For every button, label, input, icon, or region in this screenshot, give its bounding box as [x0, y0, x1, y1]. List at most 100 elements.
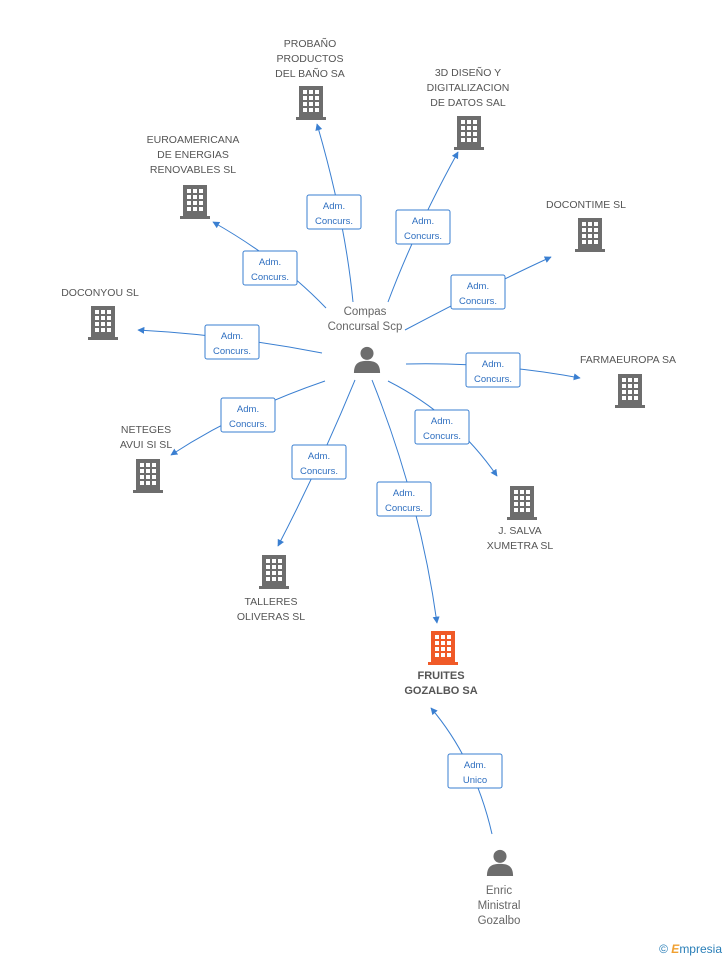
brand-initial: E — [671, 942, 680, 956]
company-name-line: XUMETRA SL — [487, 540, 554, 552]
company-name-line: DIGITALIZACION — [427, 82, 510, 94]
edge-label-compas-docontime[interactable]: Adm. Concurs. — [450, 274, 506, 310]
edge-label-text: Concurs. — [385, 503, 423, 514]
edge-label-box — [450, 274, 506, 310]
person-name-line: Enric — [486, 885, 512, 897]
company-name-line: TALLERES — [245, 596, 298, 608]
person-name-line: Ministral — [478, 900, 521, 912]
company-node-talleres[interactable]: TALLERES OLIVERAS SL — [237, 555, 305, 623]
edge-label-enric-fruites[interactable]: Adm. Unico — [447, 753, 503, 789]
person-name-line: Compas — [344, 306, 387, 318]
edge-label-text: Adm. — [323, 201, 345, 212]
edge-label-text: Concurs. — [459, 296, 497, 307]
company-name-line: J. SALVA — [498, 525, 541, 537]
person-name-line: Concursal Scp — [328, 321, 403, 333]
company-name-line: PRODUCTOS — [277, 53, 344, 65]
nodes-layer: PROBAÑO PRODUCTOS DEL BAÑO SA 3D DISEÑO Y DI… — [61, 37, 676, 927]
company-name-line: DOCONYOU SL — [61, 287, 139, 299]
edge-label-text: Adm. — [467, 281, 489, 292]
edge-label-compas-talleres[interactable]: Adm. Concurs. — [291, 444, 347, 480]
person-icon — [353, 346, 381, 373]
edge-label-compas-fruites[interactable]: Adm. Concurs. — [376, 481, 432, 517]
company-name-line: DEL BAÑO SA — [275, 67, 345, 80]
building-icon — [180, 185, 210, 219]
edge-label-text: Adm. — [237, 404, 259, 415]
edge-label-text: Adm. — [412, 216, 434, 227]
company-name-line: 3D DISEÑO Y — [435, 66, 501, 79]
company-name-line: FARMAEUROPA SA — [580, 354, 676, 366]
copyright-icon: © — [659, 942, 668, 956]
building-icon — [575, 218, 605, 252]
edge-label-box — [414, 409, 470, 445]
edge-label-box — [204, 324, 260, 360]
edge-label-text: Adm. — [221, 331, 243, 342]
edge-label-compas-farmaeuropa[interactable]: Adm. Concurs. — [465, 352, 521, 388]
edge-label-text: Adm. — [482, 359, 504, 370]
building-icon — [615, 374, 645, 408]
company-node-doconyou[interactable]: DOCONYOU SL — [61, 287, 139, 340]
edge-label-text: Adm. — [308, 451, 330, 462]
edge-label-compas-doconyou[interactable]: Adm. Concurs. — [204, 324, 260, 360]
edge-label-box — [242, 250, 298, 286]
edges-layer — [137, 123, 581, 835]
building-icon — [296, 86, 326, 120]
edge-label-text: Concurs. — [423, 431, 461, 442]
edge-label-compas-salva[interactable]: Adm. Concurs. — [414, 409, 470, 445]
company-name-line: OLIVERAS SL — [237, 611, 305, 623]
company-name-line: NETEGES — [121, 424, 171, 436]
company-name-line: RENOVABLES SL — [150, 164, 236, 176]
edge-label-box — [306, 194, 362, 230]
edge-label-box — [291, 444, 347, 480]
company-node-3d[interactable]: 3D DISEÑO Y DIGITALIZACION DE DATOS SAL — [427, 66, 510, 150]
footer-brand[interactable]: © Empresia — [659, 942, 722, 956]
person-icon — [486, 849, 514, 876]
company-node-euro[interactable]: EUROAMERICANA DE ENERGIAS RENOVABLES SL — [147, 134, 240, 219]
company-name-line: EUROAMERICANA — [147, 134, 240, 146]
company-name-line: GOZALBO SA — [404, 685, 477, 697]
edge-label-box — [395, 209, 451, 245]
person-name-line: Gozalbo — [478, 915, 521, 927]
building-icon — [88, 306, 118, 340]
company-node-neteges[interactable]: NETEGES AVUI SI SL — [120, 424, 172, 493]
edge-label-text: Adm. — [431, 416, 453, 427]
edge-label-text: Adm. — [393, 488, 415, 499]
edge-label-text: Adm. — [259, 257, 281, 268]
edge-label-box — [376, 481, 432, 517]
edge-label-text: Unico — [463, 775, 487, 786]
edge-label-text: Concurs. — [474, 374, 512, 385]
edge-label-compas-probano[interactable]: Adm. Concurs. — [306, 194, 362, 230]
edge-label-text: Concurs. — [213, 346, 251, 357]
company-node-salva[interactable]: J. SALVA XUMETRA SL — [487, 486, 554, 552]
building-icon — [454, 116, 484, 150]
edge-labels-layer: Adm.Concurs.Adm.Concurs.Adm.Concurs.Adm.… — [204, 194, 521, 789]
company-name-line: DE DATOS SAL — [430, 97, 506, 109]
company-node-farmaeuropa[interactable]: FARMAEUROPA SA — [580, 354, 676, 408]
building-icon — [133, 459, 163, 493]
edge-label-text: Concurs. — [404, 231, 442, 242]
edge-label-compas-3d[interactable]: Adm. Concurs. — [395, 209, 451, 245]
brand-name: mpresia — [679, 942, 722, 956]
company-name-line: DOCONTIME SL — [546, 199, 626, 211]
edge-label-compas-neteges[interactable]: Adm. Concurs. — [220, 397, 276, 433]
building-icon — [259, 555, 289, 589]
company-node-probano[interactable]: PROBAÑO PRODUCTOS DEL BAÑO SA — [275, 37, 345, 120]
edge-label-text: Adm. — [464, 760, 486, 771]
edge-label-box — [447, 753, 503, 789]
edge-label-text: Concurs. — [229, 419, 267, 430]
edge-label-box — [465, 352, 521, 388]
company-name-line: DE ENERGIAS — [157, 149, 229, 161]
edge-label-compas-euro[interactable]: Adm. Concurs. — [242, 250, 298, 286]
company-node-docontime[interactable]: DOCONTIME SL — [546, 199, 626, 252]
company-name-line: PROBAÑO — [284, 37, 337, 50]
edge-label-text: Concurs. — [251, 272, 289, 283]
building-icon — [428, 631, 458, 665]
edge-label-box — [220, 397, 276, 433]
building-icon — [507, 486, 537, 520]
company-name-line: AVUI SI SL — [120, 439, 172, 451]
edge-label-text: Concurs. — [300, 466, 338, 477]
edge-label-text: Concurs. — [315, 216, 353, 227]
